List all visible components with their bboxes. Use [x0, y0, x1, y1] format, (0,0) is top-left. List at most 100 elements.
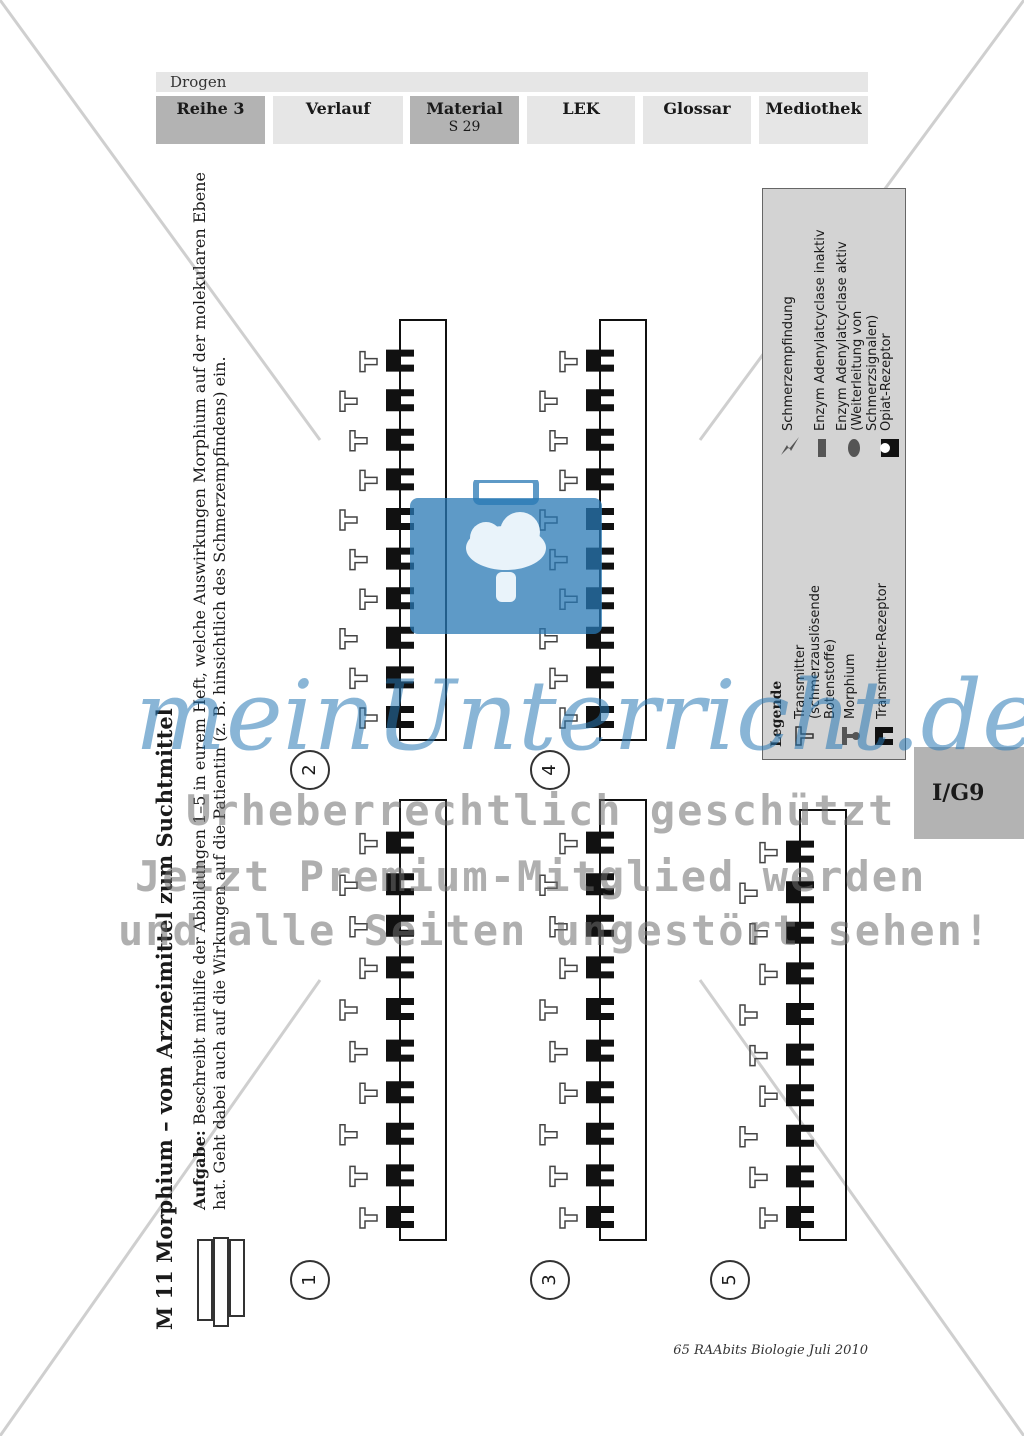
opiate-receptor-icon: [880, 439, 899, 457]
nav-tab-reihe[interactable]: Reihe 3: [156, 96, 265, 144]
receptor-shape: [386, 428, 414, 451]
receptor-shape: [586, 956, 614, 979]
receptor-shape: [586, 914, 614, 937]
transmitter-shape: [749, 1044, 768, 1067]
receptor-shape: [386, 706, 414, 728]
receptor-shape: [786, 1206, 814, 1228]
nav-tab-lek[interactable]: LEK: [527, 96, 635, 144]
receptor-shape: [786, 1084, 814, 1107]
receptor-shape: [386, 1039, 414, 1062]
nav-tab-glossar[interactable]: Glossar: [643, 96, 751, 144]
transmitter-shape: [359, 469, 378, 492]
receptor-shape: [386, 1122, 414, 1145]
transmitter-shape: [549, 667, 568, 690]
transmitter-shape: [559, 832, 578, 855]
receptor-shape: [786, 881, 814, 904]
transmitter-shape: [549, 916, 568, 938]
transmitter-shape: [549, 1040, 568, 1063]
transmitter-shape: [359, 588, 378, 610]
receptor-shape: [586, 1081, 614, 1104]
transmitter-shape: [339, 628, 358, 650]
transmitter-shape: [539, 390, 558, 412]
transmitter-shape: [759, 1207, 778, 1229]
receptor-shape: [586, 389, 614, 412]
receptor-shape: [586, 428, 614, 451]
receptor-shape: [386, 547, 414, 570]
transmitter-shape: [539, 874, 558, 896]
transmitter-shape: [349, 1165, 368, 1188]
legend-label-pain: Schmerzempfindung: [781, 296, 796, 431]
header-subject: Drogen: [170, 73, 227, 91]
receptor-shape: [386, 587, 414, 610]
receptor-shape: [386, 956, 414, 979]
nav-tab-label: LEK: [562, 99, 600, 118]
transmitter-shape: [339, 509, 358, 531]
transmitter-shape: [349, 1040, 368, 1063]
transmitter-shape: [559, 350, 578, 373]
figure-number: 2: [299, 764, 320, 776]
legend-box: Legende Transmitter (schmerzauslösende B…: [762, 188, 906, 760]
figure-number: 5: [719, 1274, 740, 1286]
transmitter-shape: [359, 707, 378, 729]
transmitter-shape: [749, 923, 768, 945]
transmitter-shape: [759, 963, 778, 986]
transmitter-shape: [339, 999, 358, 1021]
transmitter-shape: [359, 1207, 378, 1229]
transmitter-shape: [549, 430, 568, 452]
transmitter-shape: [339, 1124, 358, 1146]
footer-citation: 65 RAAbits Biologie Juli 2010: [673, 1343, 868, 1358]
nav-tab-material[interactable]: Material S 29: [410, 96, 519, 144]
legend-label-transmitter: Transmitter (schmerzauslösende Botenstof…: [793, 585, 838, 719]
receptor-shape: [586, 706, 614, 728]
transmitter-shape: [339, 874, 358, 896]
enzyme-inactive-icon: [818, 439, 826, 457]
figure-label-4: 4: [530, 750, 570, 790]
t-shape-icon: [795, 726, 814, 746]
receptor-shape: [386, 468, 414, 491]
receptor-shape: [386, 914, 414, 937]
transmitter-shape: [559, 1082, 578, 1104]
section-tab-label: I/G9: [932, 780, 985, 806]
receptor-shape: [786, 1043, 814, 1066]
receptor-shape: [386, 998, 414, 1020]
nav-tab-label: Reihe 3: [176, 99, 245, 118]
nav-tab-mediothek[interactable]: Mediothek: [759, 96, 868, 144]
transmitter-shape: [549, 1165, 568, 1188]
nav-tab-label: Verlauf: [305, 99, 371, 118]
receptor-shape: [386, 666, 414, 689]
receptor-shape: [586, 1206, 614, 1228]
nav-tab-label: Material: [426, 99, 503, 118]
receptor-shape: [786, 1124, 814, 1147]
nav-tab-verlauf[interactable]: Verlauf: [273, 96, 403, 144]
transmitter-shape: [359, 350, 378, 373]
transmitter-shape: [349, 916, 368, 938]
transmitter-shape: [359, 957, 378, 980]
receptor-shape: [386, 508, 414, 530]
receptor-shape: [786, 921, 814, 944]
transmitter-shape: [359, 832, 378, 855]
enzyme-active-icon: [848, 439, 860, 457]
legend-title: Legende: [769, 680, 785, 747]
receptor-shape: [386, 1206, 414, 1228]
transmitter-shape: [559, 469, 578, 492]
legend-label-enzyme-inactive: Enzym Adenylatcyclase inaktiv: [813, 229, 828, 431]
receptor-shape: [386, 1164, 414, 1187]
transmitter-shape: [559, 1207, 578, 1229]
receptor-shape: [586, 349, 614, 372]
receptor-shape: [786, 962, 814, 985]
receptor-shape: [586, 1122, 614, 1145]
legend-label-opiate-receptor: Opiat-Rezeptor: [879, 333, 894, 431]
figure-number: 4: [539, 764, 560, 776]
books-icon: [197, 1237, 245, 1327]
legend-label-morphine: Morphium: [843, 653, 858, 719]
figure-label-1: 1: [290, 1260, 330, 1300]
lightning-icon: [781, 437, 799, 455]
receptor-shape: [386, 831, 414, 854]
transmitter-shape: [359, 1082, 378, 1104]
transmitter-shape: [559, 707, 578, 729]
figure-number: 1: [299, 1274, 320, 1286]
header-bar: Drogen: [156, 72, 868, 92]
worksheet-rotated: M 11 Morphium – vom Arzneimittel zum Suc…: [140, 150, 906, 1330]
watermark-briefcase-icon: [410, 480, 602, 634]
